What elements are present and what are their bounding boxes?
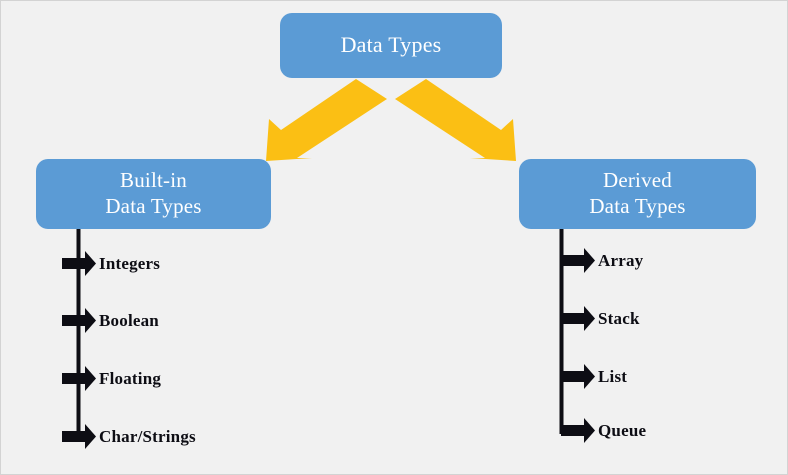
leaf-arrow-left-0 (62, 251, 96, 276)
leaf-arrow-left-1 (62, 308, 96, 333)
leaf-arrow-right-2 (561, 364, 595, 389)
node-derived-line2: Data Types (589, 194, 686, 218)
leaf-arrow-left-2 (62, 366, 96, 391)
leaf-arrow-left-3 (62, 424, 96, 449)
leaf-arrow-right-0 (561, 248, 595, 273)
leaf-arrow-right-3 (561, 418, 595, 443)
node-derived-line1: Derived (602, 168, 673, 193)
node-built-in-line2: Data Types (105, 194, 202, 218)
node-built-in-line1: Built-in (120, 168, 187, 193)
node-root[interactable]: Data Types (280, 13, 502, 78)
leaf-label-integers: Integers (99, 254, 161, 273)
node-built-in[interactable]: Built-in Data Types (36, 159, 271, 229)
leaf-label-floating: Floating (99, 369, 162, 388)
connector-arrow-right (395, 79, 516, 161)
leaf-label-char-strings: Char/Strings (99, 427, 196, 446)
stem-left (76, 229, 81, 439)
leaf-label-boolean: Boolean (99, 311, 159, 330)
leaf-label-array: Array (598, 251, 644, 270)
leaf-arrow-right-1 (561, 306, 595, 331)
leaf-label-queue: Queue (598, 421, 647, 440)
connector-arrow-left (266, 79, 387, 161)
stem-right (559, 229, 564, 434)
node-derived[interactable]: Derived Data Types (519, 159, 756, 229)
node-root-label: Data Types (340, 32, 442, 58)
leaf-label-stack: Stack (598, 309, 640, 328)
leaf-label-list: List (598, 367, 628, 386)
